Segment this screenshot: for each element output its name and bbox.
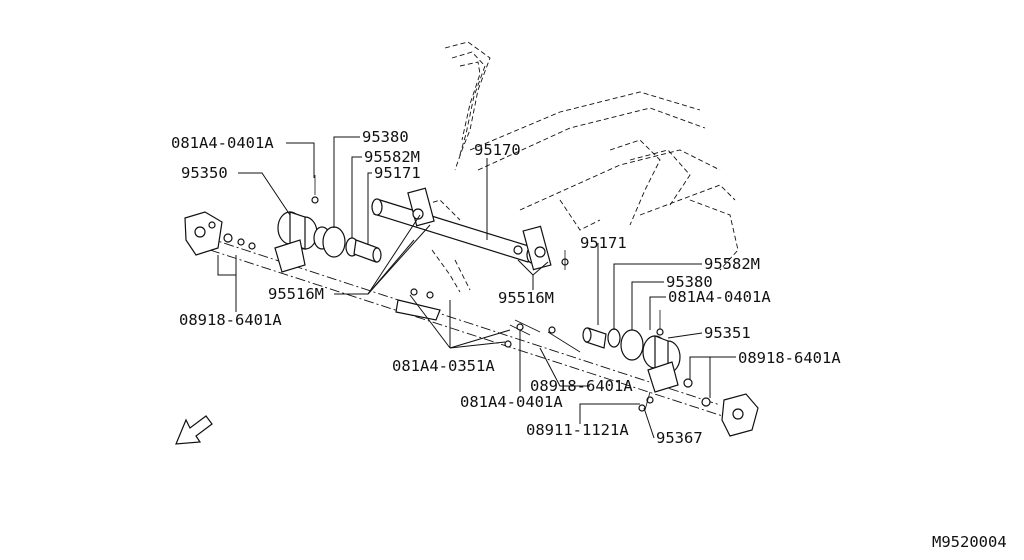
front-direction-arrow xyxy=(175,415,213,445)
callout-081a4-0351a: 081A4-0351A xyxy=(392,357,495,375)
figure-code: M9520004 xyxy=(932,533,1007,551)
center-hardware xyxy=(311,175,664,411)
propeller-shaft xyxy=(371,187,552,271)
right-bracket xyxy=(638,378,759,437)
callout-95582m-right: 95582M xyxy=(704,255,760,273)
right-bushing xyxy=(582,327,644,361)
callout-95350: 95350 xyxy=(181,164,228,182)
leader-lines xyxy=(217,136,736,439)
callout-08911-1121a: 08911-1121A xyxy=(526,421,629,439)
callout-08918-6401a-left: 08918-6401A xyxy=(179,311,282,329)
callout-081a4-0401a-bottom: 081A4-0401A xyxy=(460,393,563,411)
callout-95171-top-left: 95171 xyxy=(374,164,421,182)
callout-95367: 95367 xyxy=(656,429,703,447)
callout-081a4-0401a-right: 081A4-0401A xyxy=(668,288,771,306)
callout-08918-6401a-right: 08918-6401A xyxy=(738,349,841,367)
callout-95516m-center: 95516M xyxy=(498,289,554,307)
callout-95380-right: 95380 xyxy=(666,273,713,291)
right-mount-insulator xyxy=(642,335,681,393)
frame-outline xyxy=(394,41,739,293)
callout-95171-right: 95171 xyxy=(580,234,627,252)
callout-95582m-top-left: 95582M xyxy=(364,148,420,166)
left-bracket xyxy=(184,211,256,256)
callout-95380-top-left: 95380 xyxy=(362,128,409,146)
callout-95170: 95170 xyxy=(474,141,521,159)
callout-95516m-left: 95516M xyxy=(268,285,324,303)
callout-081a4-0401a-top-left: 081A4-0401A xyxy=(171,134,274,152)
callout-95351: 95351 xyxy=(704,324,751,342)
axle-centerline-lower xyxy=(209,249,736,421)
left-mount-insulator xyxy=(274,211,318,273)
callout-08918-6401a-center: 08918-6401A xyxy=(530,377,633,395)
left-bushing xyxy=(313,226,382,263)
callout-labels: 081A4-0401A 95380 95582M 95350 95171 951… xyxy=(171,128,1007,551)
